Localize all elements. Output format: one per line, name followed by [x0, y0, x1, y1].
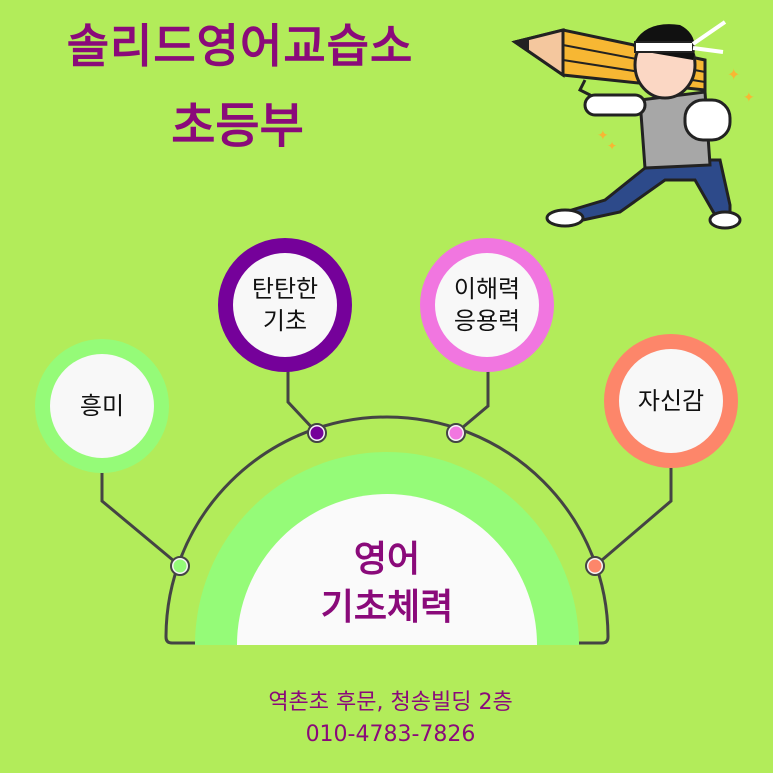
connector-interest [100, 468, 181, 568]
node-confidence: 자신감 [619, 349, 723, 453]
comprehension-dot [447, 424, 465, 442]
outer-arc [164, 415, 610, 645]
node-foundation-label-2: 기초 [262, 307, 308, 335]
address-text: 역촌초 후문, 청송빌딩 2층 [268, 690, 513, 715]
interest-dot [171, 557, 189, 575]
page-title: 솔리드영어교습소 [66, 19, 414, 73]
connector-comprehension [455, 368, 490, 435]
foundation-dot [308, 424, 326, 442]
node-foundation: 탄탄한 기초 [233, 253, 337, 357]
phone-text: 010-4783-7826 [305, 722, 476, 747]
node-foundation-label-1: 탄탄한 [251, 275, 319, 303]
node-comprehension-label-1: 이해력 [453, 275, 521, 303]
node-interest-label: 흥미 [79, 392, 125, 420]
svg-text:✦: ✦ [727, 65, 740, 84]
node-comprehension: 이해력 응용력 [435, 253, 539, 357]
student-pencil-illustration: ✦ ✦ ✦ ✦ [511, 20, 755, 230]
connector-confidence [594, 468, 673, 568]
node-comprehension-label-2: 응용력 [453, 307, 521, 335]
center-label-line1: 영어 [353, 539, 421, 580]
center-label-line2: 기초체력 [320, 587, 454, 628]
node-interest: 흥미 [50, 354, 154, 458]
svg-text:✦: ✦ [743, 90, 755, 106]
page-subtitle: 초등부 [171, 98, 304, 154]
svg-text:✦: ✦ [607, 139, 617, 153]
center-disc [237, 494, 537, 645]
connector-foundation [286, 368, 319, 435]
node-confidence-label: 자신감 [637, 387, 705, 415]
center-label: 영어 기초체력 [287, 536, 487, 632]
confidence-dot [586, 557, 604, 575]
svg-text:✦: ✦ [597, 128, 609, 144]
